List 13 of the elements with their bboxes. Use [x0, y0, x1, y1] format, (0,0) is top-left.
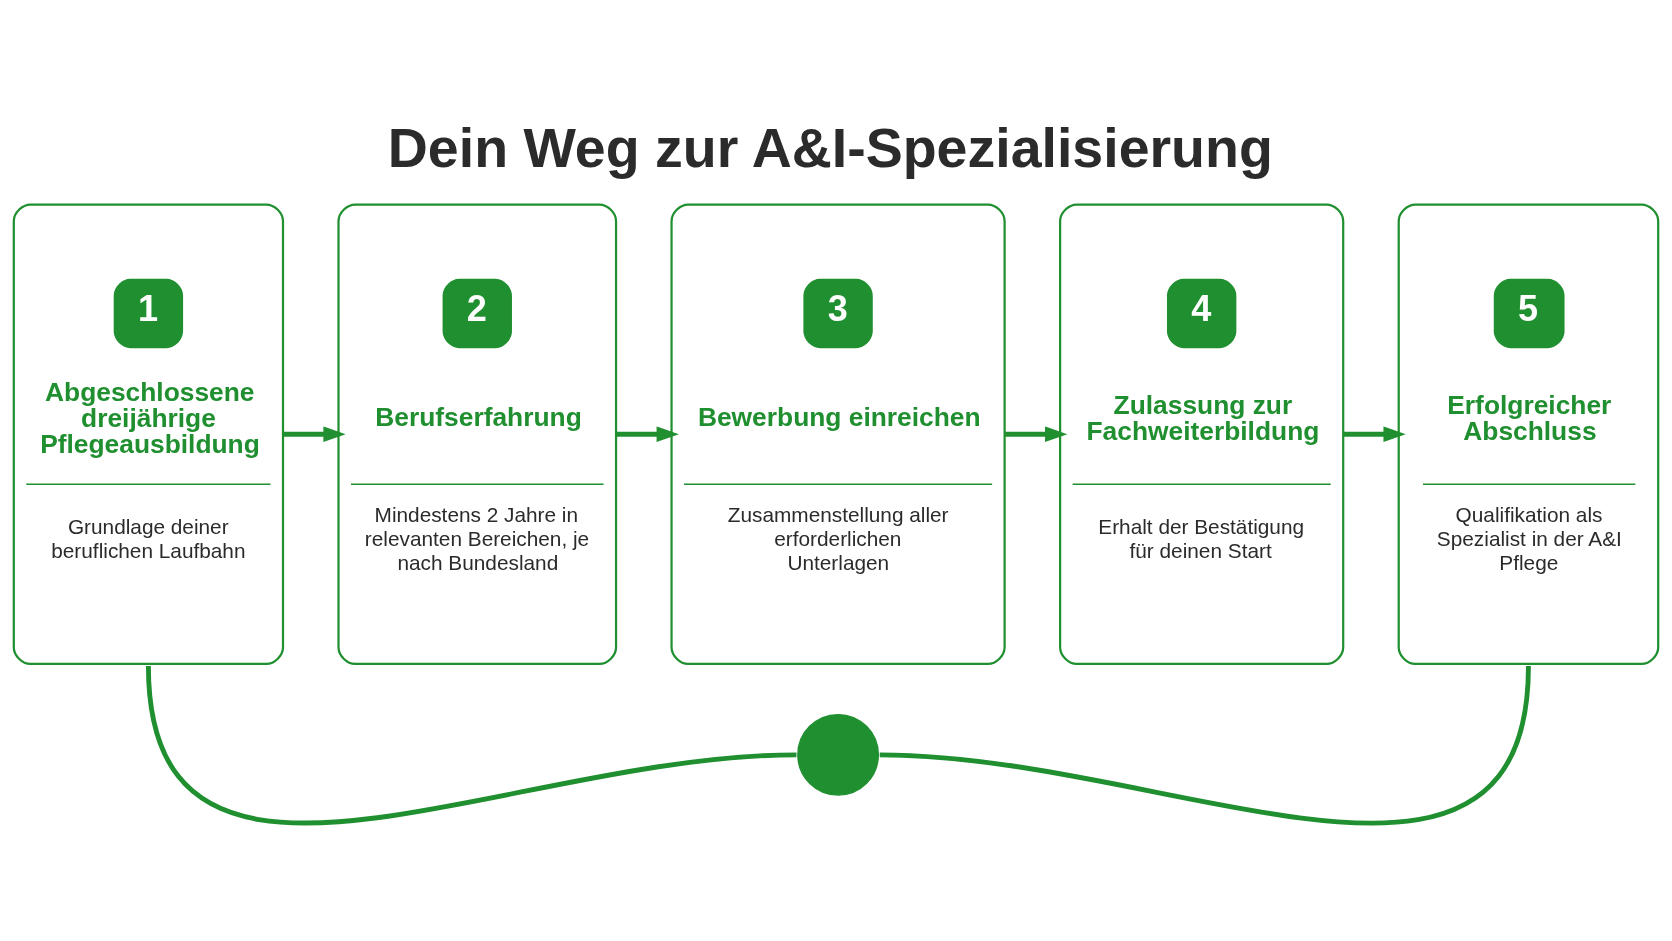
node-box: 2 Berufserfahrung Mindestens 2 Jahre in relevanten Bereichen, je nach Bundesland: [337, 203, 618, 665]
connector: [145, 665, 797, 825]
arrow: [1343, 425, 1406, 442]
node-box: 5 Erfolgreicher Abschluss Qualifikation als Spezialist in der A&I Pflege: [1397, 203, 1660, 665]
node-box: 4 Zulassung zur Fachweiterbildung Erhalt der Bestätigung für deinen Start: [1059, 203, 1345, 665]
diagram-title: Dein Weg zur A&I-Spezialisierung: [387, 116, 1273, 179]
arrow: [616, 425, 679, 442]
connector: [879, 665, 1531, 826]
arrow: [283, 425, 346, 442]
node-circle: [797, 713, 879, 796]
node-box: 1 Abgeschlossene dreijährige Pflegeausbildung Grundlage deiner beruflichen Laufbahn: [12, 203, 285, 665]
arrow: [1005, 425, 1068, 442]
node-box: 3 Bewerbung einreichen Zusammenstellung aller erforderlichen Unterlagen: [670, 203, 1006, 665]
